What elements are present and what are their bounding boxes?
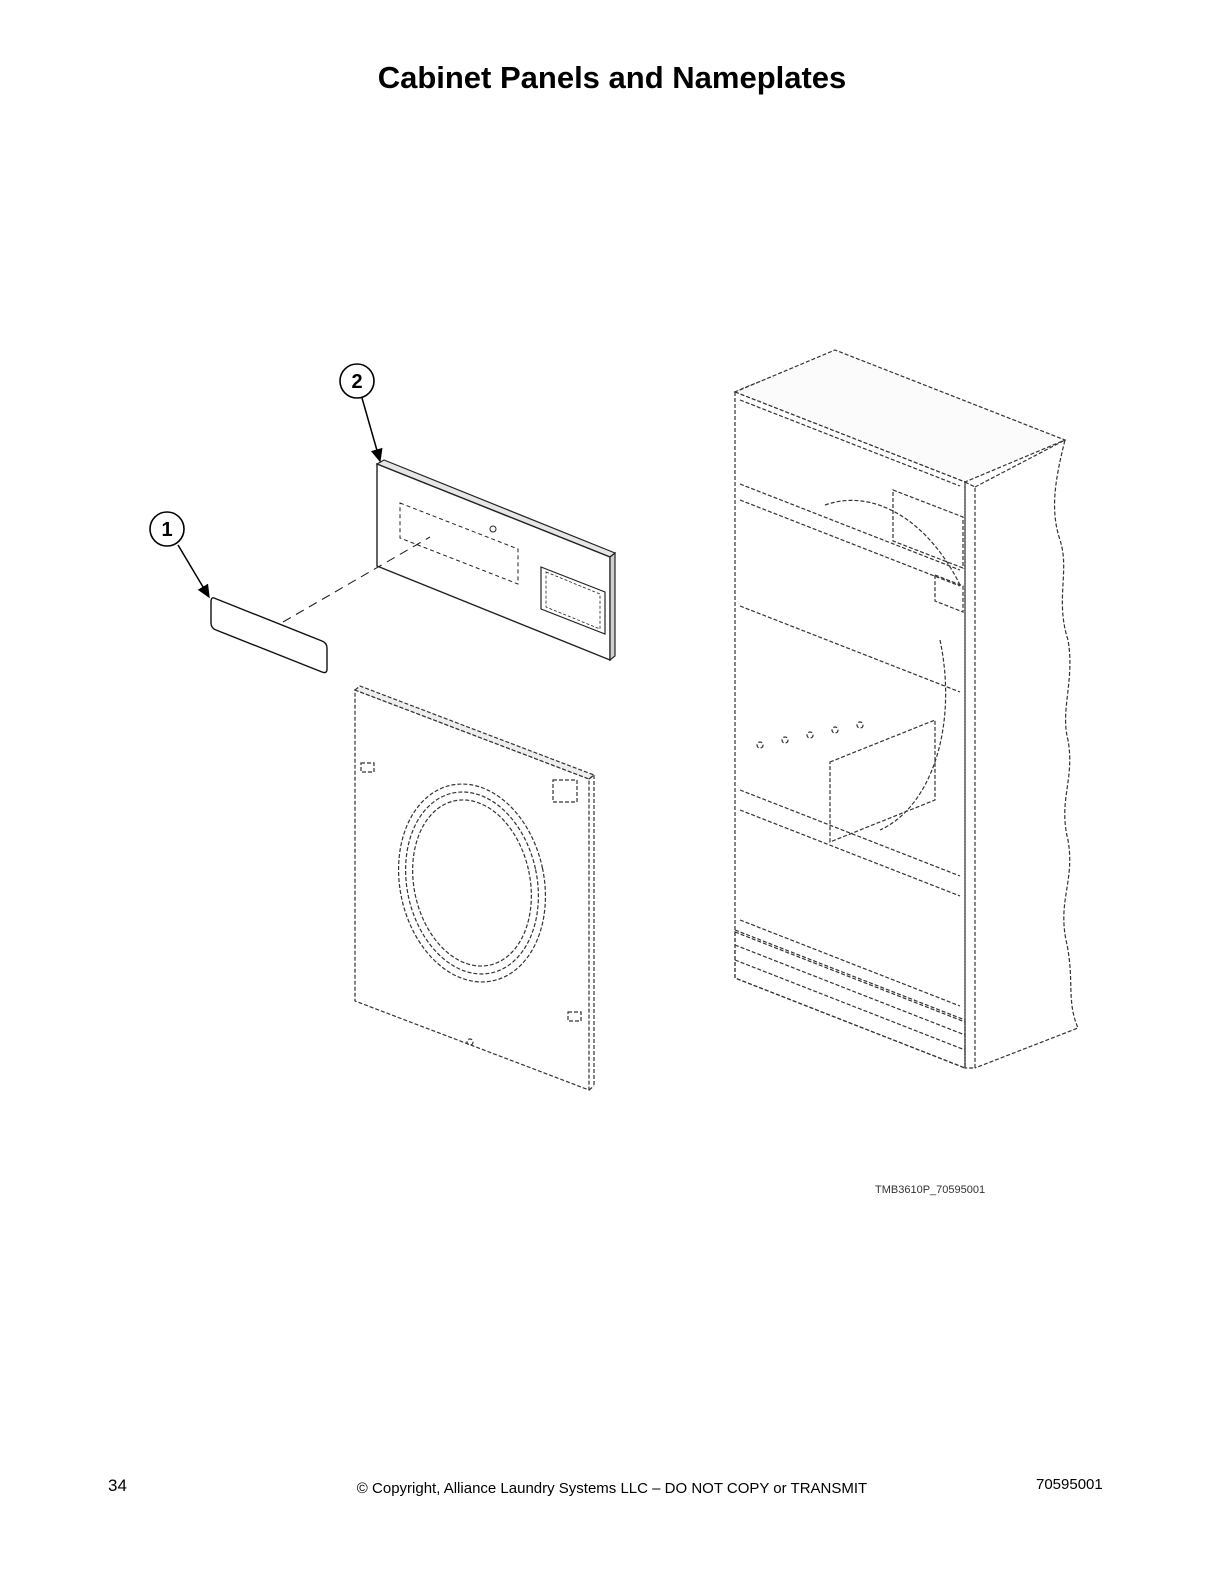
callout-2: 2: [339, 363, 383, 463]
page-title: Cabinet Panels and Nameplates: [377, 60, 847, 95]
drawing-id: TMB3610P_70595001: [875, 1184, 986, 1196]
page-number: 34: [108, 1476, 127, 1495]
nameplate: [210, 597, 328, 674]
document-number: 70595001: [1036, 1476, 1103, 1493]
control-panel: [375, 459, 617, 662]
callout-1-label: 1: [161, 519, 172, 541]
callout-2-label: 2: [351, 371, 362, 393]
assembly-line: [282, 536, 431, 623]
front-panel: [353, 685, 596, 1091]
cabinet: [733, 349, 1079, 1069]
callout-1: 1: [149, 511, 210, 599]
copyright-notice: © Copyright, Alliance Laundry Systems LL…: [356, 1480, 868, 1497]
